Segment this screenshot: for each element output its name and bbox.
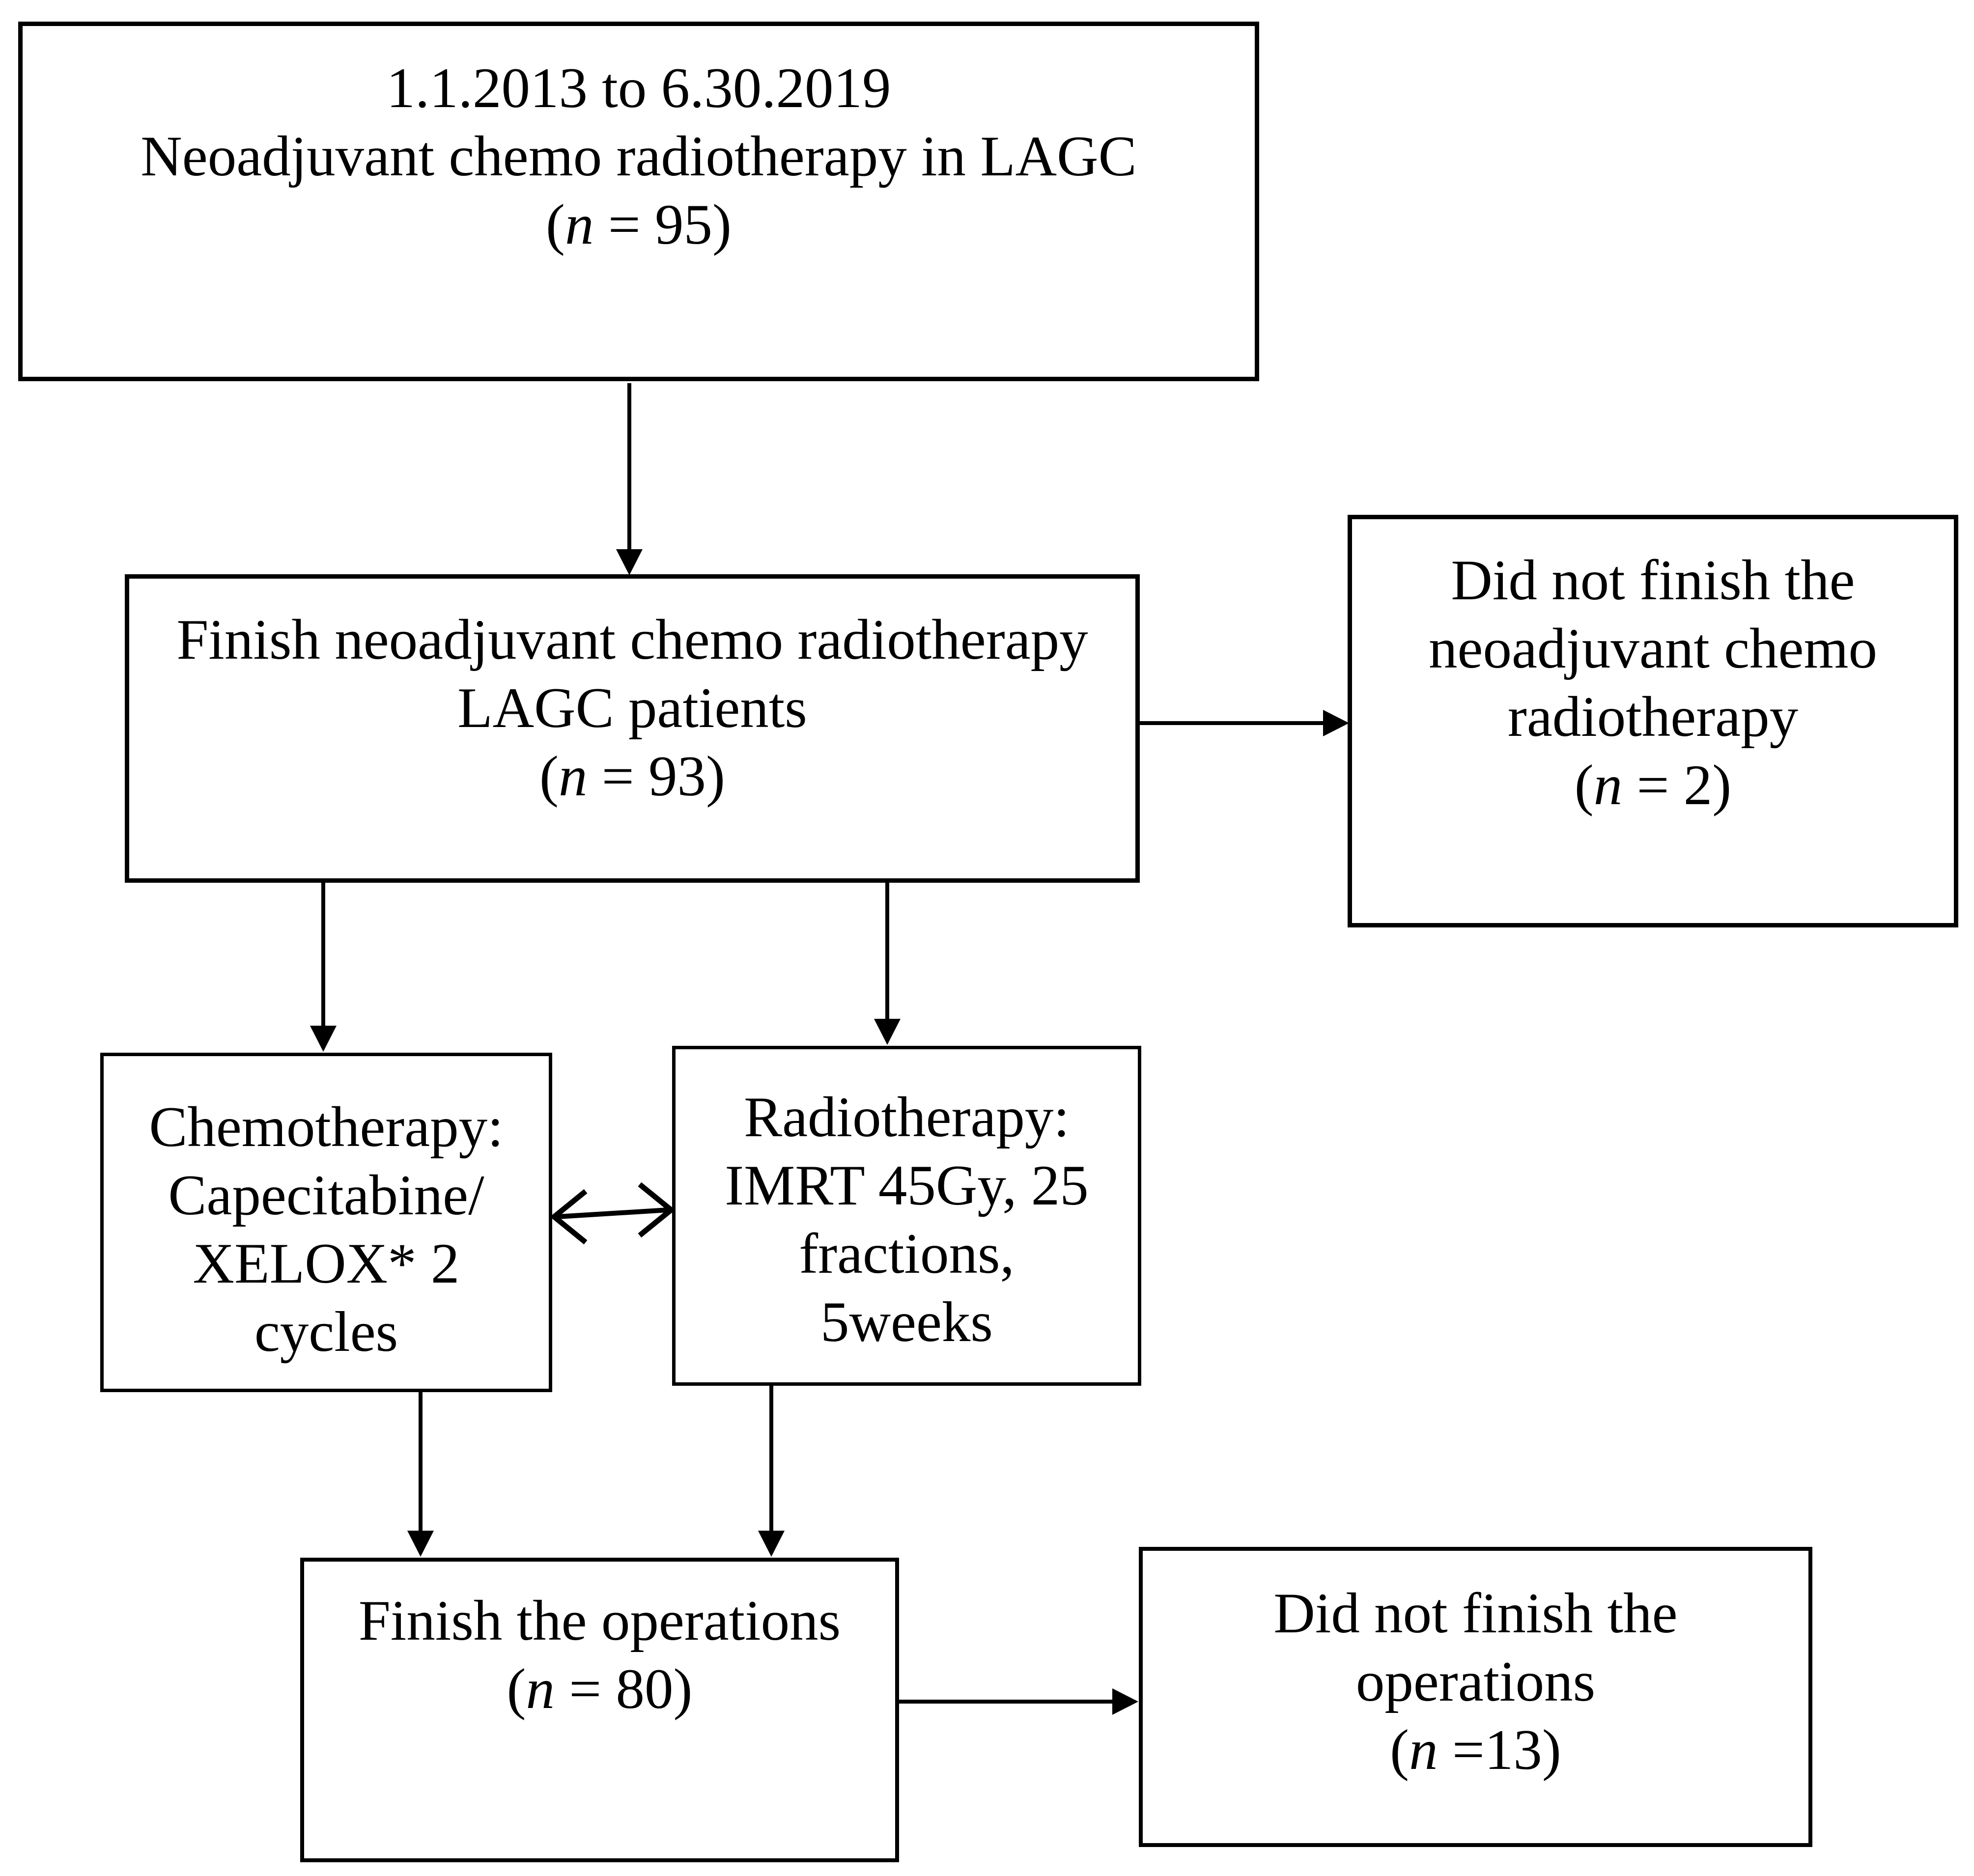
box-line: (n = 80) xyxy=(507,1657,693,1721)
arrow-finish-ncrt-to-chemotherapy xyxy=(310,882,337,1052)
box-line: 5weeks xyxy=(820,1290,993,1354)
box-line: Finish the operations xyxy=(358,1589,841,1652)
box-radiotherapy: Radiotherapy: IMRT 45Gy, 25 fractions, 5… xyxy=(672,1046,1141,1386)
box-line: radiotherapy xyxy=(1507,685,1799,749)
box-line: Neoadjuvant chemo radiotherapy in LAGC xyxy=(141,125,1137,188)
box-chemotherapy: Chemotherapy: Capecitabine/ XELOX* 2 cyc… xyxy=(100,1053,552,1392)
box-line: (n = 2) xyxy=(1574,754,1732,817)
box-finish-operations: Finish the operations (n = 80) xyxy=(300,1558,899,1862)
arrow-chemo-radio-bidirectional xyxy=(550,1182,676,1245)
arrow-chemotherapy-to-finish-operations xyxy=(407,1391,434,1557)
box-line: Capecitabine/ xyxy=(168,1164,484,1227)
box-did-not-finish-neoadjuvant-chemoradiotherapy: Did not finish the neoadjuvant chemo rad… xyxy=(1348,515,1958,927)
box-line: Radiotherapy: xyxy=(744,1086,1070,1149)
box-line: LAGC patients xyxy=(457,676,807,740)
box-line: Did not finish the xyxy=(1451,549,1855,612)
box-line: XELOX* 2 xyxy=(193,1232,460,1295)
box-line: (n = 95) xyxy=(546,193,732,256)
arrow-finish-ncrt-to-no-finish-ncrt xyxy=(1139,710,1349,736)
box-enrollment-period: 1.1.2013 to 6.30.2019 Neoadjuvant chemo … xyxy=(18,22,1259,381)
box-line: Chemotherapy: xyxy=(149,1095,504,1159)
arrow-enrollment-to-finish-ncrt xyxy=(616,383,643,575)
box-line: 1.1.2013 to 6.30.2019 xyxy=(386,56,891,120)
box-line: neoadjuvant chemo xyxy=(1429,617,1877,680)
arrow-radiotherapy-to-finish-operations xyxy=(758,1385,785,1557)
box-did-not-finish-operations: Did not finish the operations (n =13) xyxy=(1139,1547,1812,1847)
box-line: IMRT 45Gy, 25 xyxy=(725,1154,1089,1217)
box-line: operations xyxy=(1355,1650,1596,1713)
arrow-finish-ncrt-to-radiotherapy xyxy=(874,882,901,1045)
box-line: fractions, xyxy=(799,1222,1015,1286)
box-line: (n =13) xyxy=(1390,1718,1561,1782)
box-line: cycles xyxy=(254,1300,398,1364)
box-line: Did not finish the xyxy=(1273,1582,1678,1645)
box-line: Finish neoadjuvant chemo radiotherapy xyxy=(176,608,1088,672)
box-finish-neoadjuvant-chemoradiotherapy: Finish neoadjuvant chemo radiotherapy LA… xyxy=(125,574,1140,883)
box-line: (n = 93) xyxy=(539,745,725,808)
arrow-finish-ops-to-no-finish-ops xyxy=(899,1688,1138,1715)
